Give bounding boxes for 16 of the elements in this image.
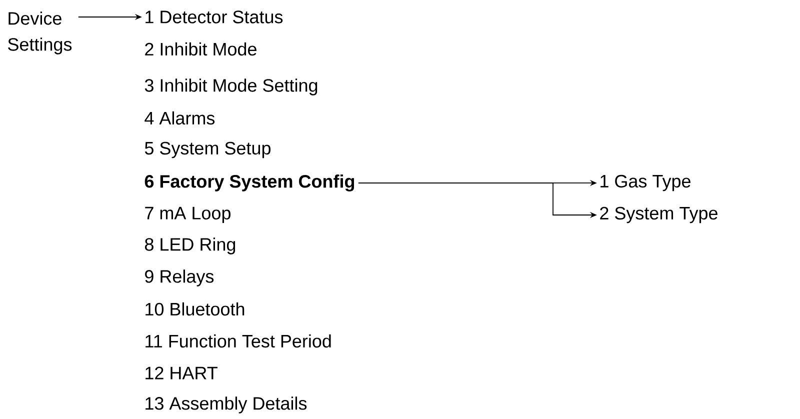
menu-item: 9 Relays [145,270,214,286]
menu-item: 2 System Type [600,206,718,224]
menu-item: 1 Detector Status [146,10,283,24]
menu-item: 2 Inhibit Mode [145,42,256,56]
menu-item: 5 System Setup [144,142,270,158]
menu-item: 12 HART [146,366,218,380]
menu-item: 3 Inhibit Mode Setting [144,78,318,96]
menu-item: 8 LED Ring [145,238,236,254]
menu-item: 4 Alarms [144,111,215,125]
menu-item: 6 Factory System Config [144,174,354,192]
menu-item: 7 mA Loop [145,206,230,224]
menu-item: 13 Assembly Details [146,396,307,414]
menu-item: 11 Function Test Period [146,334,331,348]
menu-item: 10 Bluetooth [146,302,244,316]
menu-item: 1 Gas Type [600,174,690,192]
menu-heading: Device Settings [8,12,72,54]
